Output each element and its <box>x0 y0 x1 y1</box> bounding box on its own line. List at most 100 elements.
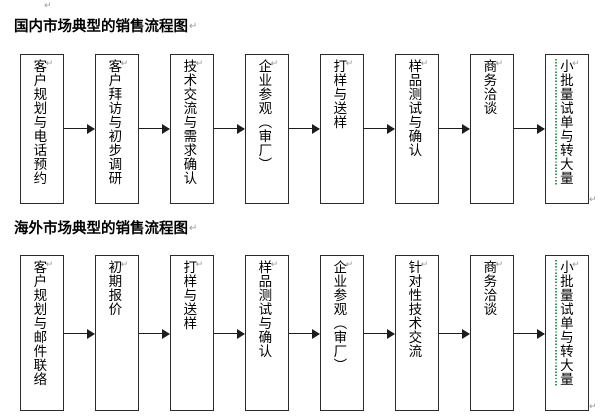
process-node-label-wrap: 样品测试与确认 ↵ <box>396 59 438 201</box>
arrow-head-icon <box>387 123 395 134</box>
arrow-head-icon <box>387 328 395 339</box>
paragraph-mark-right-row2: ↵ <box>589 402 597 412</box>
process-node-label: 小批量试单与转大量 <box>554 260 573 386</box>
paragraph-mark-icon: ↵ <box>344 59 355 69</box>
process-node-label-wrap: 客户规划与电话预约 ↵ <box>21 59 63 201</box>
process-node[interactable]: 样品测试与确认 ↵ <box>245 255 289 411</box>
process-node-label-wrap: 小批量试单与转大量 ↵ <box>546 59 588 201</box>
flow-arrow <box>289 123 320 134</box>
paragraph-mark-icon: ↵ <box>189 21 198 32</box>
section-title-domestic-text: 国内市场典型的销售流程图 <box>14 19 188 35</box>
process-node[interactable]: 小批量试单与转大量 ↵ <box>545 255 589 411</box>
process-node[interactable]: 客户拜访与初步调研 ↵ <box>95 54 139 204</box>
flow-arrow <box>364 123 395 134</box>
arrow-shaft <box>139 333 169 335</box>
flow-arrow <box>139 328 170 339</box>
arrow-head-icon <box>162 328 170 339</box>
arrow-shaft <box>289 128 319 130</box>
arrow-shaft <box>64 128 94 130</box>
arrow-head-icon <box>312 123 320 134</box>
process-node-label: 样品测试与确认 <box>255 260 272 358</box>
arrow-shaft <box>439 128 469 130</box>
flow-arrow <box>64 123 95 134</box>
arrow-head-icon <box>87 328 95 339</box>
process-node[interactable]: 打样与送样 ↵ <box>320 54 364 204</box>
process-node-label-wrap: 小批量试单与转大量 ↵ <box>546 260 588 408</box>
paragraph-mark-icon: ↵ <box>570 260 581 270</box>
flowchart-overseas: 客户规划与邮件联络 ↵ 初期报价 ↵ 打样与送样 ↵ <box>0 255 600 411</box>
process-node-label-wrap: 针对性技术交流 ↵ <box>396 260 438 408</box>
arrow-shaft <box>514 333 544 335</box>
flow-arrow <box>439 328 470 339</box>
process-node-label-wrap: 客户拜访与初步调研 ↵ <box>96 59 138 201</box>
process-node[interactable]: 初期报价 ↵ <box>95 255 139 411</box>
process-node[interactable]: 小批量试单与转大量 ↵ <box>545 54 589 204</box>
process-node[interactable]: 商务洽谈 ↵ <box>470 255 514 411</box>
process-node[interactable]: 针对性技术交流 ↵ <box>395 255 439 411</box>
process-node-label: 小批量试单与转大量 <box>554 59 573 185</box>
paragraph-mark-icon: ↵ <box>194 59 205 69</box>
paragraph-mark-icon: ↵ <box>269 59 280 69</box>
arrow-head-icon <box>312 328 320 339</box>
paragraph-mark-top: ↵ <box>44 1 52 11</box>
process-node-label: 客户规划与邮件联络 <box>30 260 47 386</box>
process-node-label: 客户拜访与初步调研 <box>105 59 122 185</box>
flow-arrow <box>289 328 320 339</box>
process-node[interactable]: 打样与送样 ↵ <box>170 255 214 411</box>
arrow-shaft <box>139 128 169 130</box>
process-node-label-wrap: 打样与送样 ↵ <box>171 260 213 408</box>
arrow-shaft <box>364 333 394 335</box>
arrow-shaft <box>64 333 94 335</box>
process-node[interactable]: 企业参观（审厂） ↵ <box>320 255 364 411</box>
paragraph-mark-icon: ↵ <box>419 260 430 270</box>
process-node-label: 样品测试与确认 <box>405 59 422 157</box>
process-node-label: 针对性技术交流 <box>405 260 422 358</box>
arrow-shaft <box>214 128 244 130</box>
paragraph-mark-icon: ↵ <box>189 223 198 234</box>
process-node[interactable]: 企业参观（审厂） ↵ <box>245 54 289 204</box>
process-node-label: 商务洽谈 <box>480 260 497 316</box>
process-node-label-wrap: 商务洽谈 ↵ <box>471 59 513 201</box>
process-node[interactable]: 样品测试与确认 ↵ <box>395 54 439 204</box>
arrow-head-icon <box>462 123 470 134</box>
paragraph-mark-icon: ↵ <box>494 59 505 69</box>
arrow-head-icon <box>537 328 545 339</box>
arrow-shaft <box>214 333 244 335</box>
process-node-label: 初期报价 <box>105 260 122 316</box>
process-node-label: 客户规划与电话预约 <box>30 59 47 185</box>
process-node[interactable]: 客户规划与邮件联络 ↵ <box>20 255 64 411</box>
flow-arrow <box>214 328 245 339</box>
process-node-label-wrap: 客户规划与邮件联络 ↵ <box>21 260 63 408</box>
paragraph-mark-icon: ↵ <box>44 59 55 69</box>
process-node-label: 企业参观（审厂） <box>330 260 347 372</box>
process-node-label-wrap: 商务洽谈 ↵ <box>471 260 513 408</box>
arrow-head-icon <box>462 328 470 339</box>
process-node-label-wrap: 企业参观（审厂） ↵ <box>246 59 288 201</box>
process-node-label-wrap: 样品测试与确认 ↵ <box>246 260 288 408</box>
arrow-shaft <box>439 333 469 335</box>
flow-arrow <box>139 123 170 134</box>
paragraph-mark-icon: ↵ <box>269 260 280 270</box>
flow-arrow <box>64 328 95 339</box>
section-title-overseas: 海外市场典型的销售流程图↵ <box>14 222 197 237</box>
process-node-label-wrap: 技术交流与需求确认 ↵ <box>171 59 213 201</box>
process-node-label: 企业参观（审厂） <box>255 59 272 171</box>
process-node-label: 技术交流与需求确认 <box>180 59 197 185</box>
arrow-head-icon <box>237 123 245 134</box>
process-node[interactable]: 客户规划与电话预约 ↵ <box>20 54 64 204</box>
process-node-label: 打样与送样 <box>330 59 347 129</box>
paragraph-mark-right-row1: ↵ <box>589 195 597 205</box>
flow-arrow <box>439 123 470 134</box>
process-node[interactable]: 技术交流与需求确认 ↵ <box>170 54 214 204</box>
arrow-head-icon <box>162 123 170 134</box>
paragraph-mark-icon: ↵ <box>44 260 55 270</box>
process-node[interactable]: 商务洽谈 ↵ <box>470 54 514 204</box>
flow-arrow <box>514 328 545 339</box>
arrow-head-icon <box>537 123 545 134</box>
flow-arrow <box>214 123 245 134</box>
arrow-head-icon <box>87 123 95 134</box>
arrow-shaft <box>514 128 544 130</box>
flowchart-domestic: 客户规划与电话预约 ↵ 客户拜访与初步调研 ↵ 技术交流与需求确认 ↵ <box>0 54 600 204</box>
section-title-domestic: 国内市场典型的销售流程图↵ <box>14 20 197 35</box>
paragraph-mark-icon: ↵ <box>344 260 355 270</box>
